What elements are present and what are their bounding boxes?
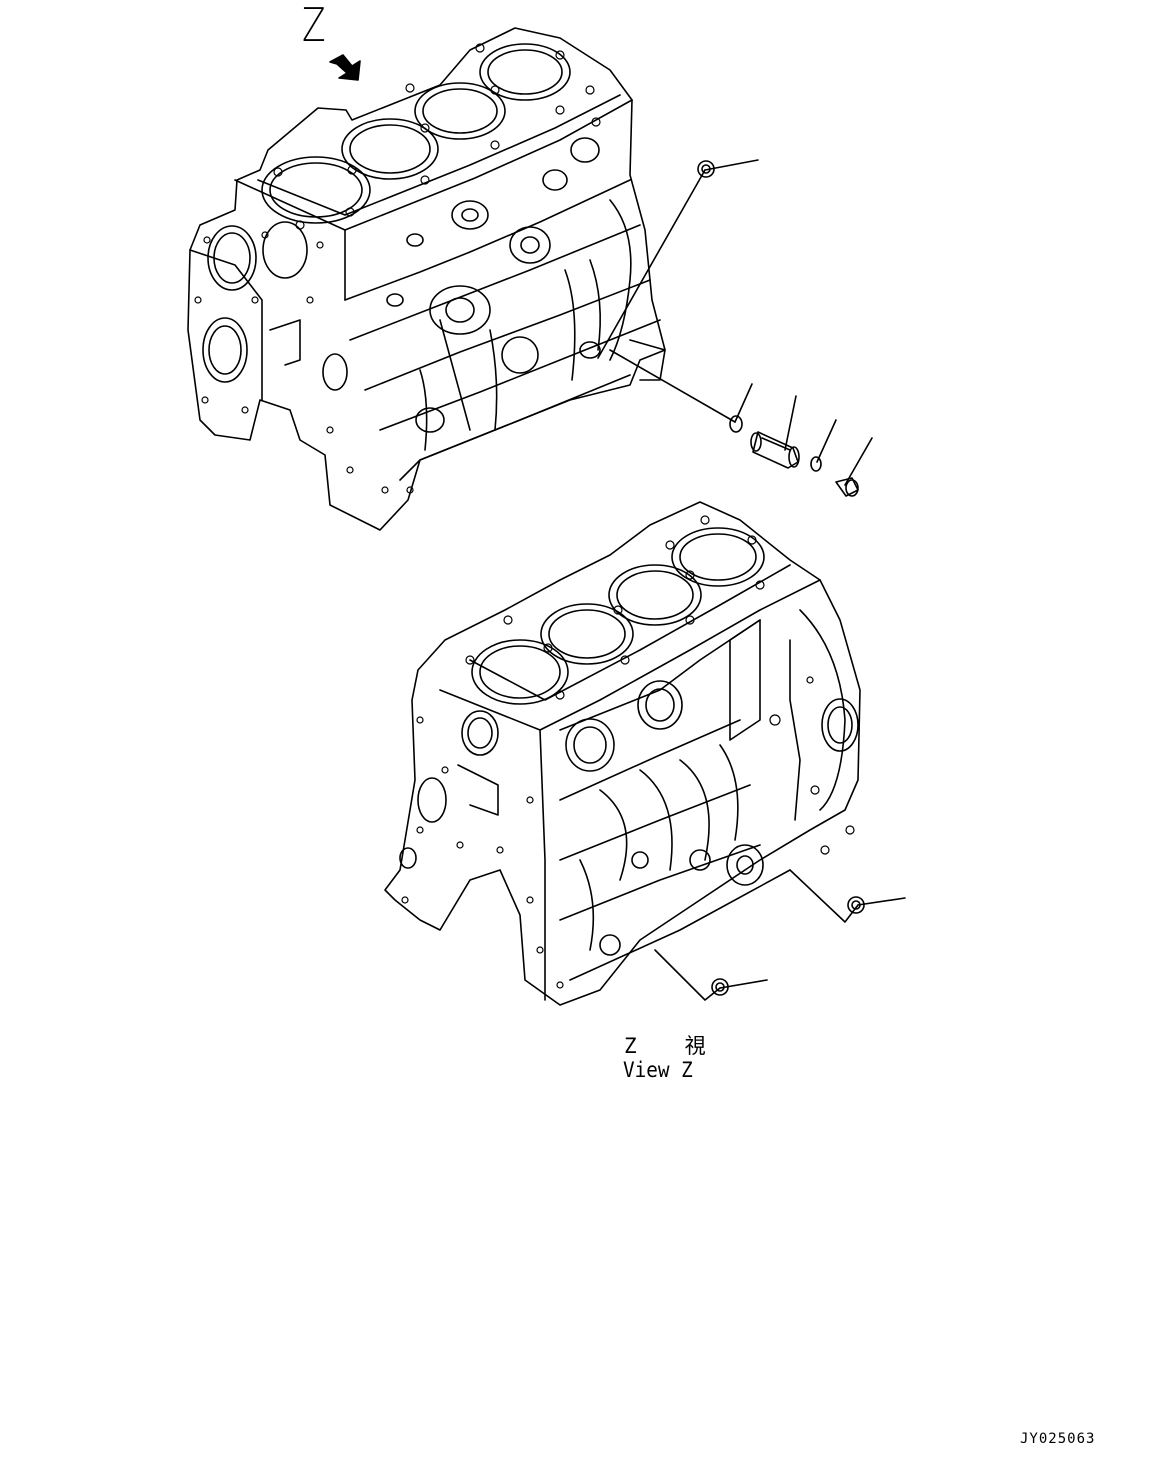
cylinder-bore	[269, 162, 363, 218]
cylinder-bore	[422, 88, 498, 134]
o-ring-part	[729, 415, 743, 433]
view-direction-arrow-icon	[329, 54, 361, 81]
cylinder-bore	[349, 124, 431, 174]
cylinder-bore	[487, 49, 563, 95]
plug-bolt-part	[835, 477, 859, 497]
cylinder-bore	[616, 570, 694, 620]
view-caption-english: View Z	[623, 1058, 693, 1082]
plug-part	[847, 896, 865, 914]
drain-plug-part	[697, 160, 715, 178]
view-caption-japanese: Z 視	[624, 1034, 708, 1058]
drawing-number: JY025063	[1020, 1431, 1096, 1447]
cylinder-bore	[479, 645, 561, 699]
lower-callout-leaders	[654, 869, 906, 1001]
upper-callout-leaders	[597, 159, 873, 486]
view-letter-label: Z	[302, 0, 326, 52]
o-ring-part	[810, 456, 822, 472]
sleeve-part	[750, 431, 800, 469]
upper-cylinder-block	[187, 27, 666, 531]
cylinder-bore	[679, 533, 757, 581]
plug-part	[711, 978, 729, 996]
cylinder-bore	[548, 609, 626, 659]
lower-cylinder-block-view-z	[384, 501, 861, 1006]
